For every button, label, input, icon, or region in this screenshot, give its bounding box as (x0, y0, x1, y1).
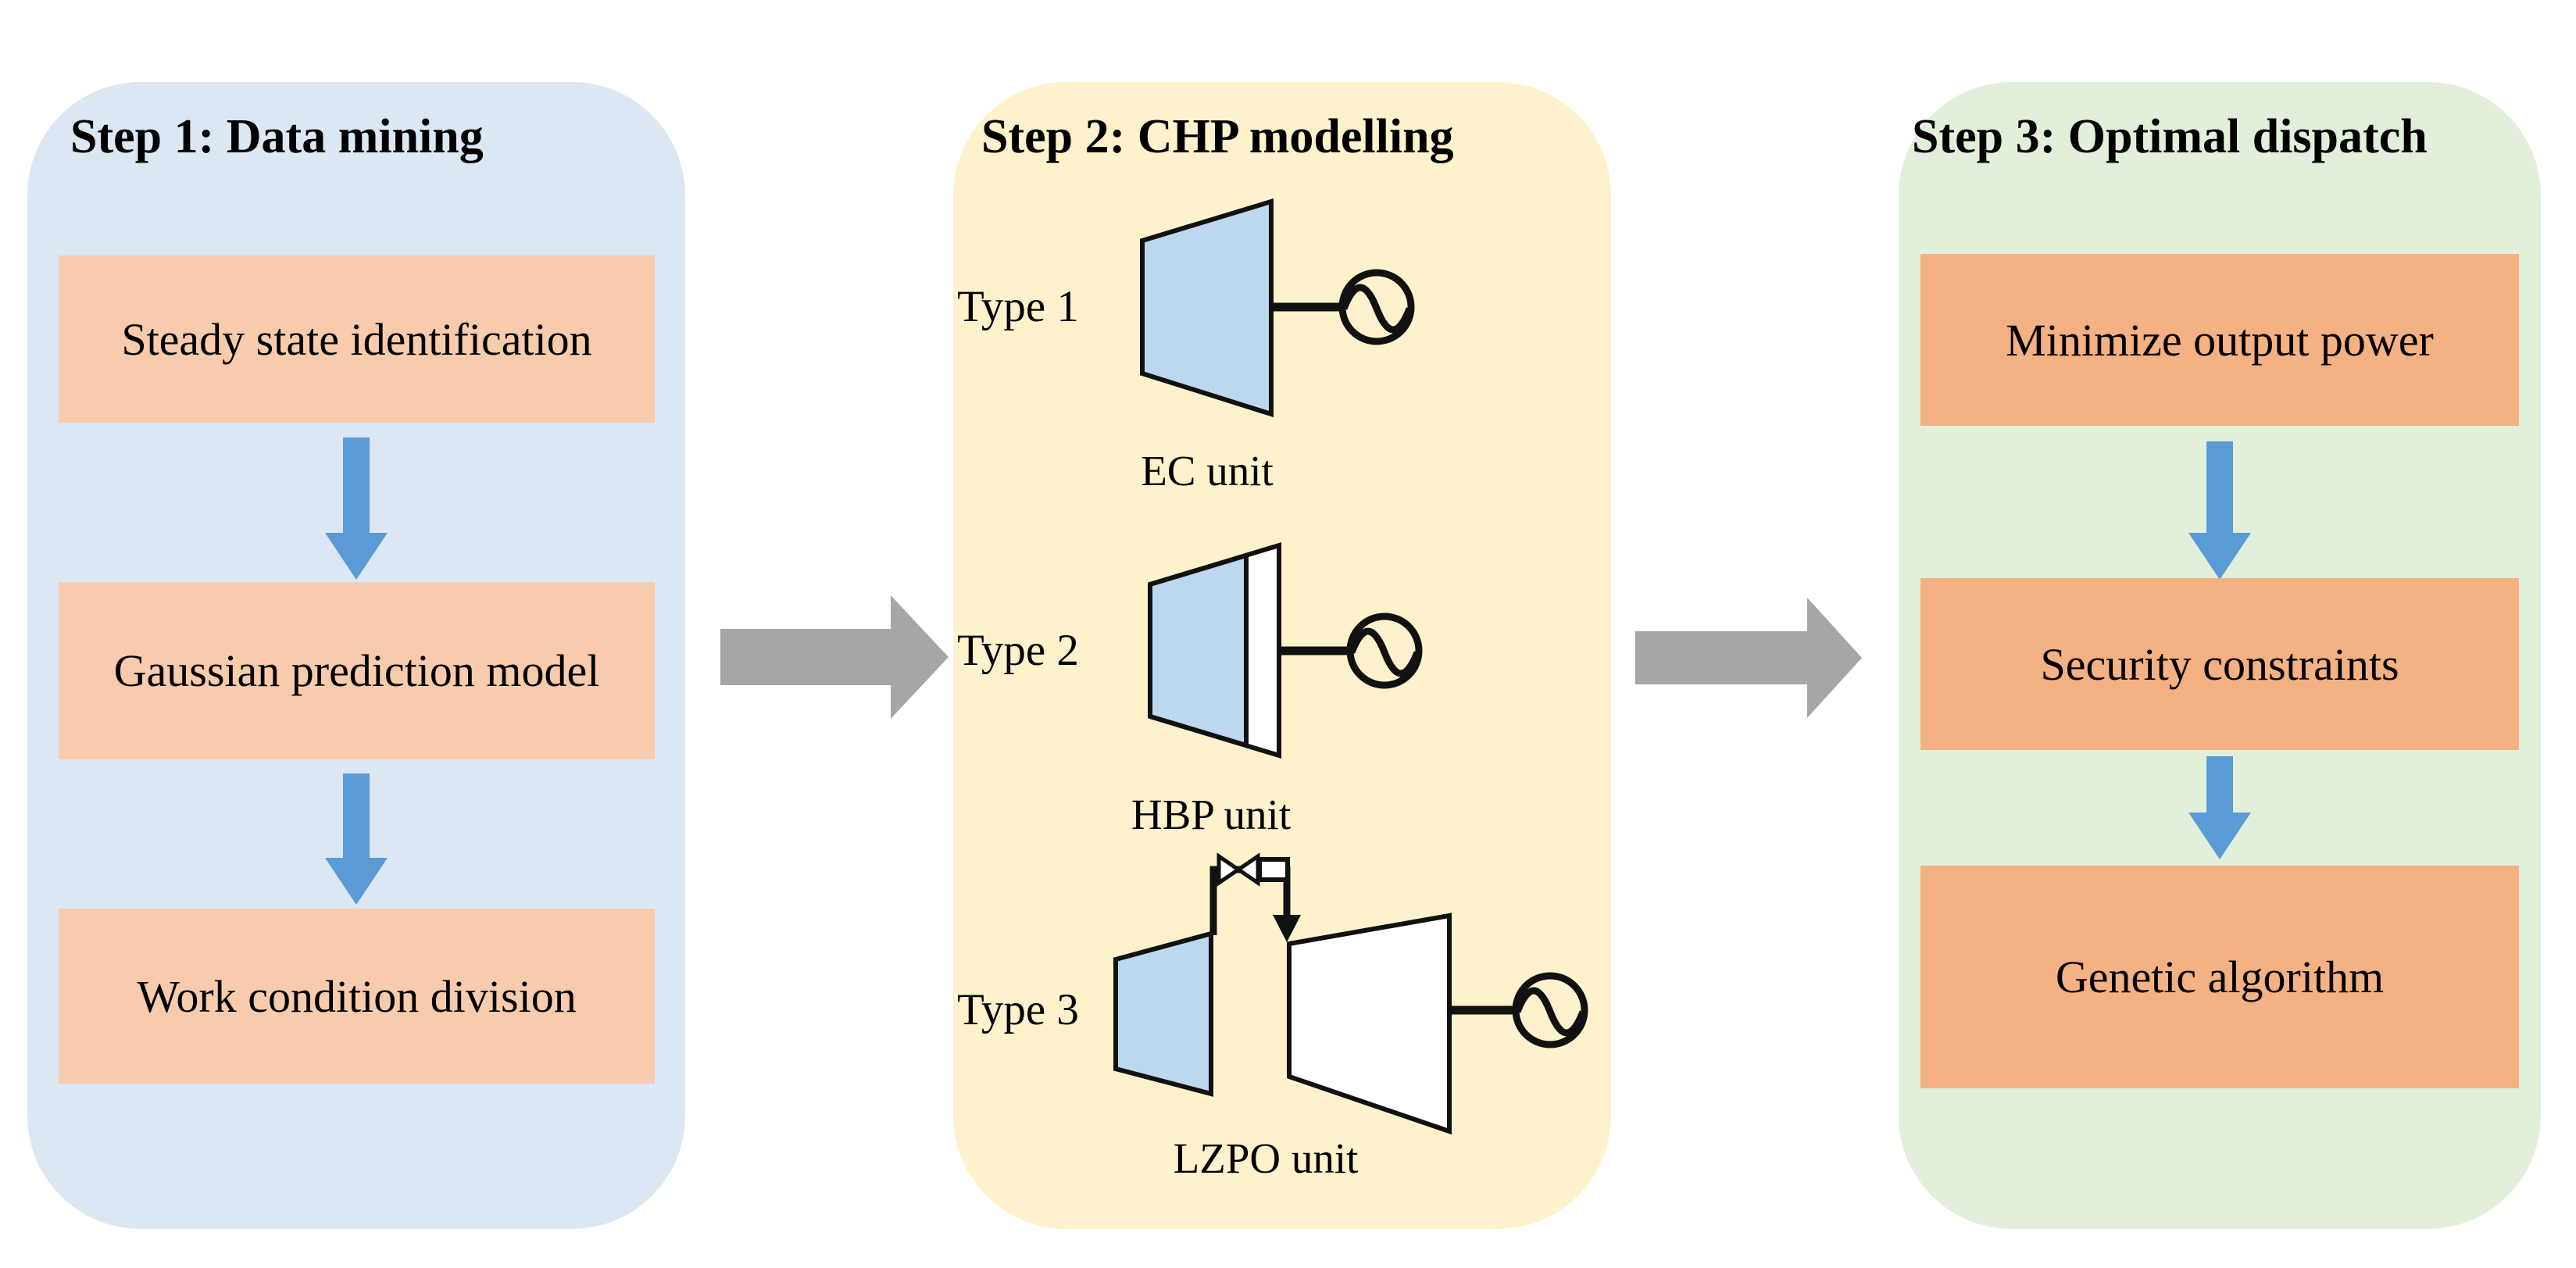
step3-title: Step 3: Optimal dispatch (1912, 110, 2428, 163)
steam-arrow-icon (1273, 915, 1301, 942)
step1-title: Step 1: Data mining (70, 110, 484, 163)
turbine-schematics (1113, 198, 1588, 1135)
lzpo-unit-diagram (1113, 852, 1588, 1135)
panel-step3-optimal-dispatch: Step 3: Optimal dispatch Minimize output… (1899, 82, 2541, 1229)
right-arrow-icon (720, 595, 949, 719)
step2-title: Step 2: CHP modelling (981, 110, 1454, 163)
type1-label: Type 1 (957, 282, 1079, 331)
ac-sine-icon (1348, 627, 1421, 677)
lzpo-unit-label: LZPO unit (1173, 1134, 1359, 1182)
down-arrow-icon (2188, 756, 2251, 859)
down-arrow-icon (325, 438, 388, 580)
down-arrow-shape (325, 773, 388, 905)
turbine-blue-section (1148, 552, 1249, 749)
process-box-genetic-algorithm: Genetic algorithm (1920, 866, 2519, 1088)
ac-sine-icon (1513, 987, 1587, 1037)
process-box-steady-state: Steady state identification (59, 255, 655, 423)
turbine-trapezoid (1140, 198, 1274, 418)
ec-unit-diagram (1140, 198, 1415, 418)
right-arrow-shape (720, 595, 949, 719)
process-box-work-condition: Work condition division (59, 909, 655, 1084)
hp-turbine-trapezoid (1113, 930, 1213, 1097)
valve-actuator (1257, 857, 1290, 882)
ac-sine-icon (1340, 284, 1413, 334)
down-arrow-shape (2188, 441, 2251, 580)
process-box-label: Steady state identification (121, 313, 592, 365)
down-arrow-shape (325, 438, 388, 580)
process-box-gaussian-model: Gaussian prediction model (59, 582, 655, 759)
down-arrow-icon (2188, 441, 2251, 580)
process-box-label: Security constraints (2040, 638, 2399, 690)
type3-label: Type 3 (957, 985, 1079, 1034)
down-arrow-icon (325, 773, 388, 905)
valve-icon (1217, 852, 1242, 887)
hbp-unit-diagram (1148, 541, 1423, 759)
right-arrow-shape (1635, 598, 1862, 718)
valve-icon (1234, 852, 1260, 887)
panel-step2-chp-modelling: Step 2: CHP modelling (953, 82, 1611, 1229)
down-arrow-shape (2188, 756, 2251, 859)
process-box-minimize-output: Minimize output power (1920, 254, 2519, 426)
process-box-label: Work condition division (137, 970, 577, 1022)
hbp-unit-label: HBP unit (1131, 791, 1292, 838)
ec-unit-label: EC unit (1141, 447, 1274, 495)
right-arrow-icon (1635, 598, 1862, 718)
panel-step1-data-mining: Step 1: Data mining Steady state identif… (27, 82, 685, 1229)
process-box-label: Gaussian prediction model (113, 645, 600, 696)
type2-label: Type 2 (957, 626, 1079, 675)
process-box-label: Minimize output power (2006, 314, 2434, 366)
process-box-label: Genetic algorithm (2055, 952, 2385, 1002)
process-box-security-constraints: Security constraints (1920, 578, 2519, 750)
lp-turbine-trapezoid (1287, 913, 1452, 1135)
